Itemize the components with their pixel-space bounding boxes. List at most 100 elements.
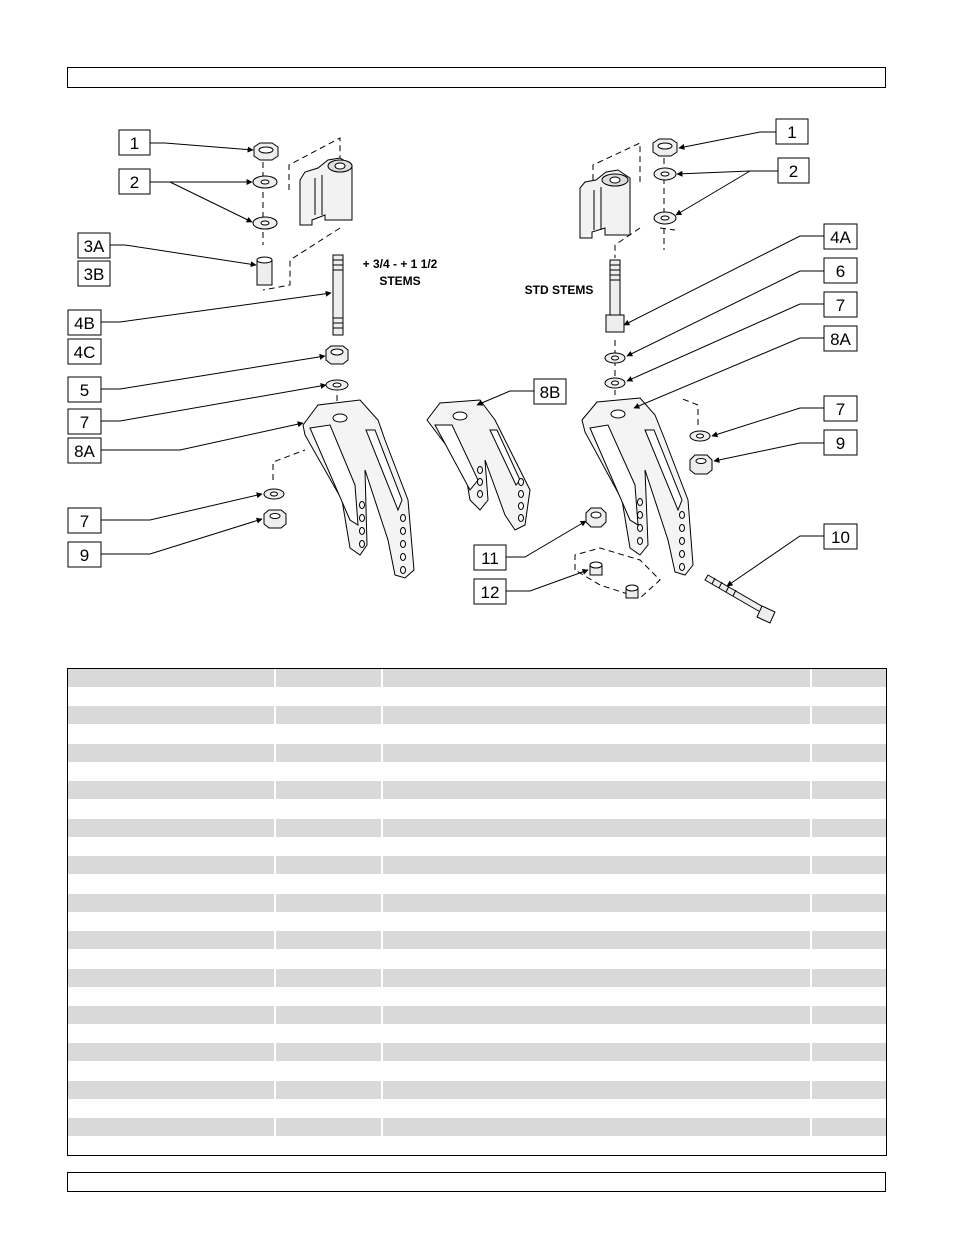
svg-text:10: 10 [831,528,850,547]
right-hinge-block [579,169,631,239]
callout-7-right-lower: 7 [823,395,858,422]
table-cell [812,912,886,930]
callout-8b: 8B [533,378,567,405]
table-cell [383,818,812,837]
table-row [68,1062,886,1081]
table-cell [68,1062,276,1081]
table-cell [276,818,383,837]
right-nut-11 [585,507,607,528]
table-cell [276,837,383,856]
callout-2-right: 2 [777,157,810,184]
table-cell [812,1100,886,1118]
table-cell [383,1137,812,1155]
table-cell [383,912,812,931]
svg-text:9: 9 [80,546,89,565]
table-cell [68,1137,276,1155]
table-cell [812,669,886,687]
table-cell [68,893,276,912]
table-cell [383,837,812,856]
table-row [68,1137,886,1155]
table-cell [383,800,812,819]
table-row [68,762,886,781]
table-cell [383,669,812,687]
table-cell [276,725,383,744]
table-cell [812,950,886,968]
callout-boxes: 1 2 3A 3B 4B 4C 5 7 8A 7 9 1 2 4A 6 7 8A… [67,118,858,605]
svg-text:1: 1 [130,134,139,153]
table-cell [383,1099,812,1118]
table-cell [68,931,276,950]
table-cell [812,706,886,725]
svg-text:7: 7 [836,400,845,419]
table-cell [383,706,812,725]
svg-text:11: 11 [481,549,499,568]
table-cell [276,743,383,762]
table-cell [812,1025,886,1043]
table-cell [383,687,812,706]
parts-list-table [67,668,887,1156]
table-cell [68,687,276,706]
svg-text:2: 2 [130,173,139,192]
table-row [68,1118,886,1137]
table-cell [812,725,886,743]
page-header-box [67,67,886,88]
table-cell [812,688,886,706]
table-cell [68,874,276,893]
table-cell [276,1024,383,1043]
callout-5: 5 [67,376,102,403]
svg-text:7: 7 [836,296,845,315]
callout-8a-right: 8A [823,325,858,352]
table-cell [383,874,812,893]
table-cell [812,1005,886,1024]
left-washers-2 [252,175,278,230]
table-cell [383,968,812,987]
table-cell [276,1118,383,1137]
table-cell [276,893,383,912]
table-row [68,987,886,1006]
table-cell [812,1137,886,1155]
table-cell [68,669,276,687]
table-cell [812,763,886,781]
table-row [68,949,886,968]
callout-11: 11 [473,544,507,571]
table-cell [812,800,886,818]
table-cell [276,781,383,800]
table-cell [276,687,383,706]
callout-1-right: 1 [775,118,809,145]
svg-text:9: 9 [836,434,845,453]
svg-text:8A: 8A [830,330,851,349]
left-spacer-3 [256,256,273,286]
svg-text:3A: 3A [84,237,105,256]
table-row [68,687,886,706]
table-cell [383,1005,812,1024]
table-row [68,912,886,931]
right-outer-nut-9 [689,454,713,475]
svg-text:4C: 4C [74,343,96,362]
table-cell [383,856,812,875]
table-row [68,931,886,950]
table-cell [276,1005,383,1024]
table-row [68,706,886,725]
table-cell [383,987,812,1006]
table-cell [812,743,886,762]
table-cell [276,1043,383,1062]
right-assembly [574,138,776,624]
right-stem-4a [605,259,625,333]
table-row [68,781,886,800]
left-stems-note-line-2: STEMS [379,274,420,288]
right-washers-2 [653,167,677,225]
diagram-notes: + 3/4 - + 1 1/2 STEMS STD STEMS [363,257,594,297]
left-bracket-8a [302,399,415,579]
table-cell [812,856,886,875]
table-cell [812,968,886,987]
table-cell [812,875,886,893]
svg-text:12: 12 [481,583,500,602]
table-cell [68,800,276,819]
table-cell [68,987,276,1006]
right-bracket-8a [581,397,694,576]
page-footer-box [67,1172,886,1192]
table-cell [68,781,276,800]
table-row [68,1043,886,1062]
svg-text:5: 5 [80,381,89,400]
right-spacers-12 [589,561,639,599]
